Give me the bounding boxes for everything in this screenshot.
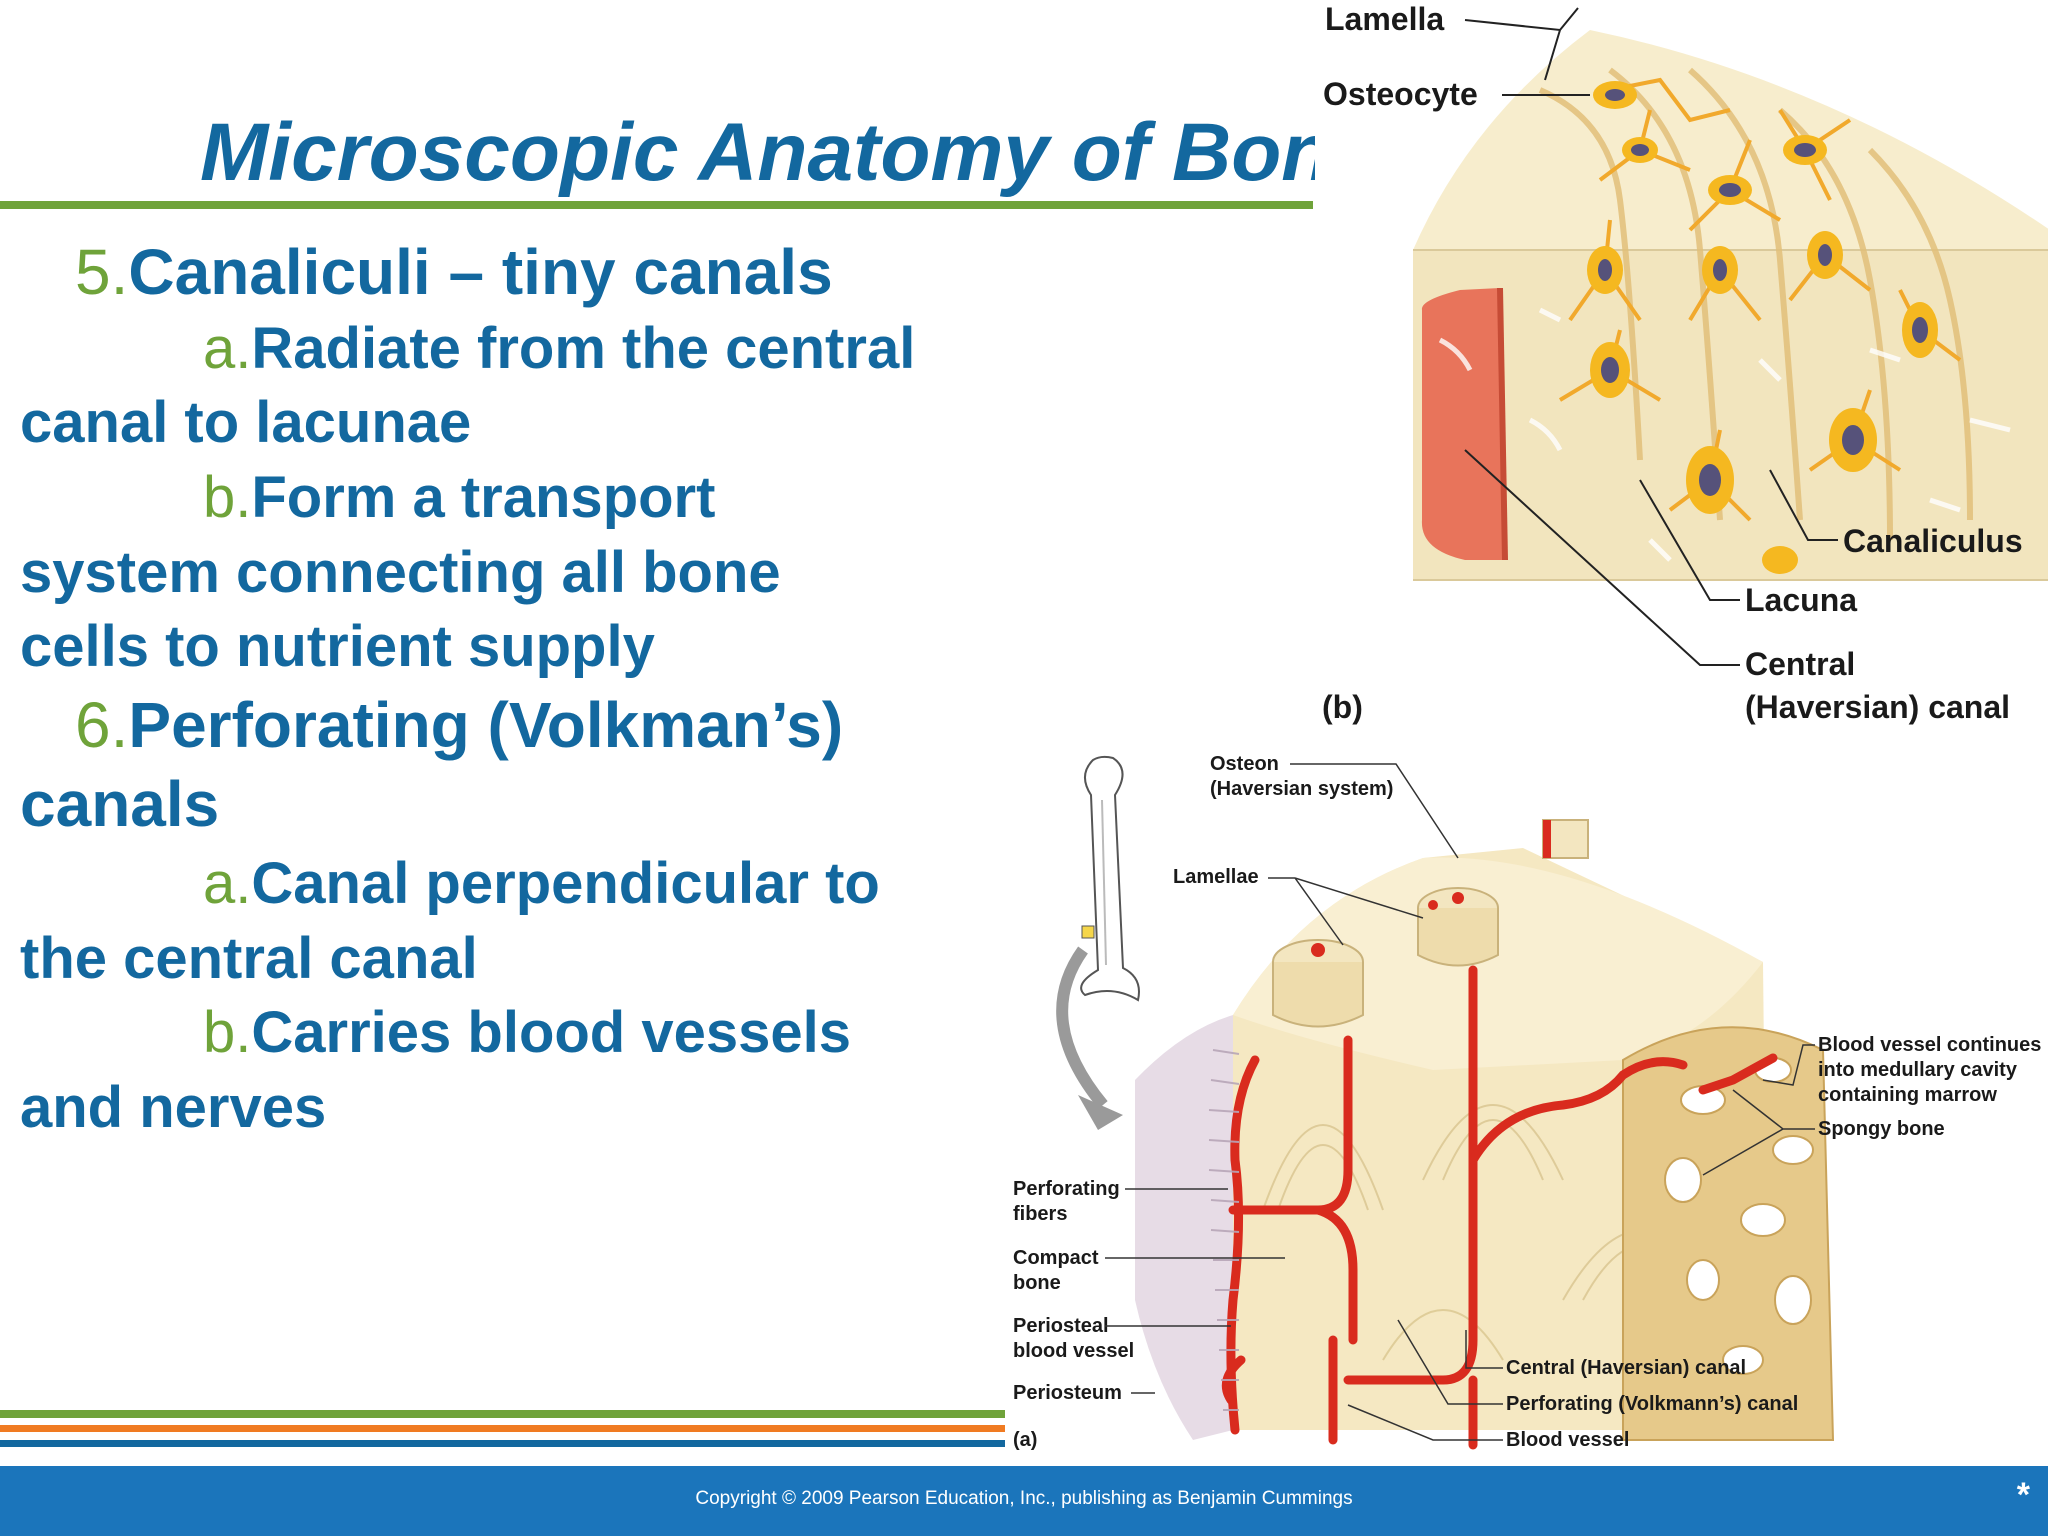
label-compact-bone-2: bone bbox=[1013, 1272, 1061, 1294]
title-underline bbox=[0, 201, 1313, 209]
leader-spongy-bone bbox=[1702, 1089, 1815, 1176]
bullet-5b: b.Form a transport bbox=[203, 464, 715, 531]
leader-lamellae bbox=[1268, 877, 1424, 946]
slide-title: Microscopic Anatomy of Bone bbox=[200, 107, 1315, 198]
label-osteon-1: Osteon bbox=[1210, 753, 1279, 775]
leader-lamella bbox=[1464, 7, 1579, 81]
rule-blue bbox=[0, 1440, 1005, 1447]
bullet-number: a. bbox=[203, 851, 252, 916]
bullet-line: cells to nutrient supply bbox=[20, 614, 655, 679]
label-perforating-fibers-2: fibers bbox=[1013, 1203, 1067, 1225]
bullet-5a: a.Radiate from the central bbox=[203, 315, 915, 382]
footer-bar: Copyright © 2009 Pearson Education, Inc.… bbox=[0, 1466, 2048, 1536]
leader-blood-vessel bbox=[1347, 1404, 1503, 1441]
label-canaliculus: Canaliculus bbox=[1843, 523, 2023, 559]
label-periosteum: Periosteum bbox=[1013, 1382, 1122, 1404]
bullet-text: Canaliculi – tiny canals bbox=[128, 236, 833, 308]
bullet-line: canal to lacunae bbox=[20, 390, 472, 455]
bullet-5: 5.Canaliculi – tiny canals bbox=[75, 235, 833, 309]
bullet-text: Form a transport bbox=[251, 465, 716, 530]
panel-label-a: (a) bbox=[1013, 1429, 1037, 1451]
leader-canaliculus bbox=[1769, 469, 1838, 541]
label-central-canal: Central (Haversian) canal bbox=[1506, 1357, 1746, 1379]
leader-central bbox=[1464, 449, 1740, 666]
bullet-text: Carries blood vessels bbox=[251, 1000, 852, 1065]
label-vessel-continues-2: into medullary cavity bbox=[1818, 1059, 2018, 1081]
label-lamella: Lamella bbox=[1325, 1, 1444, 37]
bullet-number: b. bbox=[203, 465, 252, 530]
bullet-number: a. bbox=[203, 316, 252, 381]
leader-vessel-continues bbox=[1762, 1044, 1815, 1086]
bullet-number: 5. bbox=[75, 236, 129, 308]
bullet-text: Perforating (Volkman’s) bbox=[128, 689, 844, 761]
rule-orange bbox=[0, 1425, 1005, 1432]
central-canal bbox=[1421, 288, 1505, 560]
star-marker: * bbox=[2016, 1476, 2030, 1514]
copyright-text: Copyright © 2009 Pearson Education, Inc.… bbox=[695, 1488, 1353, 1509]
label-osteocyte: Osteocyte bbox=[1323, 76, 1478, 112]
rule-green bbox=[0, 1410, 1005, 1418]
label-vessel-continues-3: containing marrow bbox=[1818, 1084, 1997, 1106]
zoom-arrow bbox=[1056, 946, 1108, 1109]
label-perforating-fibers-1: Perforating bbox=[1013, 1178, 1120, 1200]
panel-label-b: (b) bbox=[1322, 689, 1363, 725]
bullet-line: and nerves bbox=[20, 1075, 327, 1140]
label-periosteal-1: Periosteal bbox=[1013, 1315, 1109, 1337]
bullet-line: system connecting all bone bbox=[20, 540, 781, 605]
compact-bone-top bbox=[1233, 857, 1763, 1070]
bullet-text: Canal perpendicular to bbox=[251, 851, 880, 916]
periosteum bbox=[1135, 1015, 1233, 1440]
bullet-line: the central canal bbox=[20, 926, 478, 991]
leader-osteon bbox=[1290, 763, 1459, 859]
bullet-text: Radiate from the central bbox=[251, 316, 916, 381]
bullet-number: 6. bbox=[75, 689, 129, 761]
leader-lacuna bbox=[1639, 479, 1740, 601]
long-bone-icon bbox=[1080, 755, 1140, 1002]
label-central-2: (Haversian) canal bbox=[1745, 689, 2010, 725]
label-spongy-bone: Spongy bone bbox=[1818, 1118, 1945, 1140]
bullet-line: canals bbox=[20, 768, 220, 840]
compact-bone-figure-a: Osteon (Haversian system) Lamellae Perfo… bbox=[1013, 753, 2041, 1451]
bullet-6b: b.Carries blood vessels bbox=[203, 999, 851, 1066]
label-blood-vessel: Blood vessel bbox=[1506, 1429, 1629, 1451]
bullet-number: b. bbox=[203, 1000, 252, 1065]
bullet-6: 6.Perforating (Volkman’s) bbox=[75, 688, 843, 762]
label-vessel-continues-1: Blood vessel continues bbox=[1818, 1034, 2041, 1056]
osteon-figure-b: Lamella Osteocyte Canaliculus Lacuna Cen… bbox=[1322, 1, 2048, 725]
blood-vessels bbox=[1221, 965, 1778, 1450]
label-lamellae: Lamellae bbox=[1173, 866, 1259, 888]
label-central-1: Central bbox=[1745, 646, 1855, 682]
label-lacuna: Lacuna bbox=[1745, 582, 1857, 618]
bullet-6a: a.Canal perpendicular to bbox=[203, 850, 880, 917]
leader-central-canal bbox=[1465, 1330, 1503, 1369]
leader-perforating-canal bbox=[1397, 1319, 1503, 1405]
label-periosteal-2: blood vessel bbox=[1013, 1340, 1134, 1362]
label-perforating-canal: Perforating (Volkmann’s) canal bbox=[1506, 1393, 1798, 1415]
label-osteon-2: (Haversian system) bbox=[1210, 778, 1393, 800]
label-compact-bone-1: Compact bbox=[1013, 1247, 1099, 1269]
